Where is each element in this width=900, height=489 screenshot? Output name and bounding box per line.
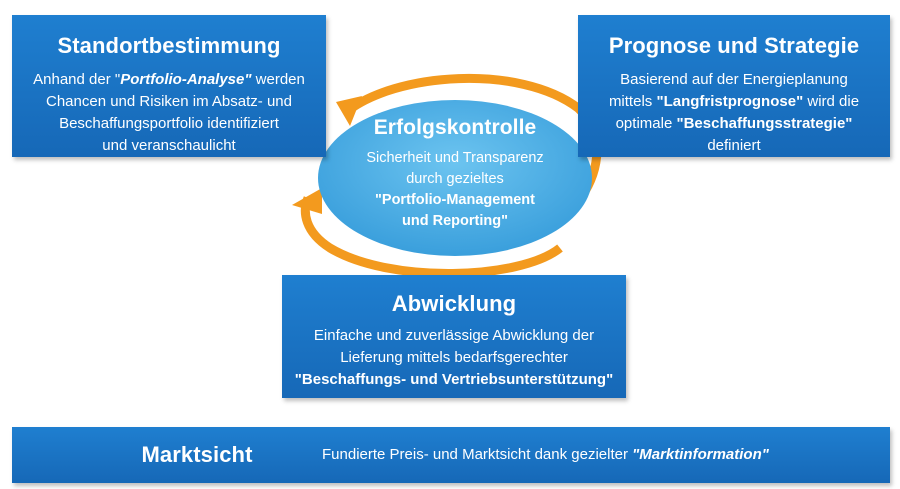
abwicklung-line-2: Lieferung mittels bedarfsgerechter bbox=[340, 349, 568, 366]
abwicklung-line-3: "Beschaffungs- und Vertriebsunterstützun… bbox=[294, 371, 614, 388]
prognose-line-4: definiert bbox=[707, 137, 761, 154]
erfolgskontrolle-line-3: "Portfolio-Management bbox=[375, 192, 535, 208]
prognose-title: Prognose und Strategie bbox=[608, 33, 860, 58]
marktsicht-box: Marktsicht Fundierte Preis- und Marktsic… bbox=[12, 427, 890, 483]
cycle-arrow-lower bbox=[300, 196, 563, 278]
prognose-line-2-pre: mittels bbox=[608, 93, 657, 110]
erfolgskontrolle-ellipse bbox=[318, 100, 592, 256]
erfolgskontrolle-line-2: durch gezieltes bbox=[406, 171, 504, 187]
cycle-arrowhead-upper bbox=[336, 96, 362, 126]
standortbestimmung-line-4: und veranschaulicht bbox=[102, 137, 236, 154]
erfolgskontrolle-title: Erfolgskontrolle bbox=[373, 116, 537, 139]
abwicklung-line-1: Einfache und zuverlässige Abwicklung der bbox=[313, 327, 595, 344]
prognose-line-3: optimale "Beschaffungsstrategie" bbox=[578, 113, 890, 135]
erfolgskontrolle-content: Erfolgskontrolle Sicherheit und Transpar… bbox=[340, 116, 570, 256]
standortbestimmung-box: Standortbestimmung Anhand der "Portfolio… bbox=[12, 15, 326, 157]
prognose-line-3-pre: optimale bbox=[615, 115, 677, 132]
cycle-arrowhead-lower bbox=[292, 188, 322, 214]
prognose-line-2: mittels "Langfristprognose" wird die bbox=[578, 91, 890, 113]
standortbestimmung-line-3: Beschaffungsportfolio identifiziert bbox=[59, 115, 279, 132]
standortbestimmung-line-1-post: werden bbox=[251, 71, 305, 88]
standortbestimmung-title: Standortbestimmung bbox=[57, 33, 281, 58]
standortbestimmung-line-1: Anhand der "Portfolio-Analyse" werden bbox=[12, 69, 326, 91]
prognose-box: Prognose und Strategie Basierend auf der… bbox=[578, 15, 890, 157]
portfolio-analyse-term: Portfolio-Analyse" bbox=[120, 71, 252, 88]
langfristprognose-term: "Langfristprognose" bbox=[656, 93, 804, 110]
abwicklung-title: Abwicklung bbox=[391, 291, 517, 316]
standortbestimmung-line-1-pre: Anhand der " bbox=[33, 71, 121, 88]
abwicklung-box: Abwicklung Einfache und zuverlässige Abw… bbox=[282, 275, 626, 398]
beschaffungsstrategie-term: "Beschaffungsstrategie" bbox=[676, 115, 853, 132]
erfolgskontrolle-line-1: Sicherheit und Transparenz bbox=[366, 150, 544, 166]
marktinformation-term: "Marktinformation" bbox=[632, 446, 769, 463]
marktsicht-title: Marktsicht bbox=[141, 442, 253, 467]
prognose-line-1: Basierend auf der Energieplanung bbox=[620, 71, 848, 88]
marktsicht-text: Fundierte Preis- und Marktsicht dank gez… bbox=[322, 427, 862, 483]
marktsicht-text-pre: Fundierte Preis- und Marktsicht dank gez… bbox=[322, 446, 633, 463]
cycle-arrow-upper bbox=[342, 73, 602, 199]
standortbestimmung-line-2: Chancen und Risiken im Absatz- und bbox=[46, 93, 292, 110]
erfolgskontrolle-line-4: und Reporting" bbox=[402, 213, 508, 229]
prognose-line-2-post: wird die bbox=[803, 93, 860, 110]
